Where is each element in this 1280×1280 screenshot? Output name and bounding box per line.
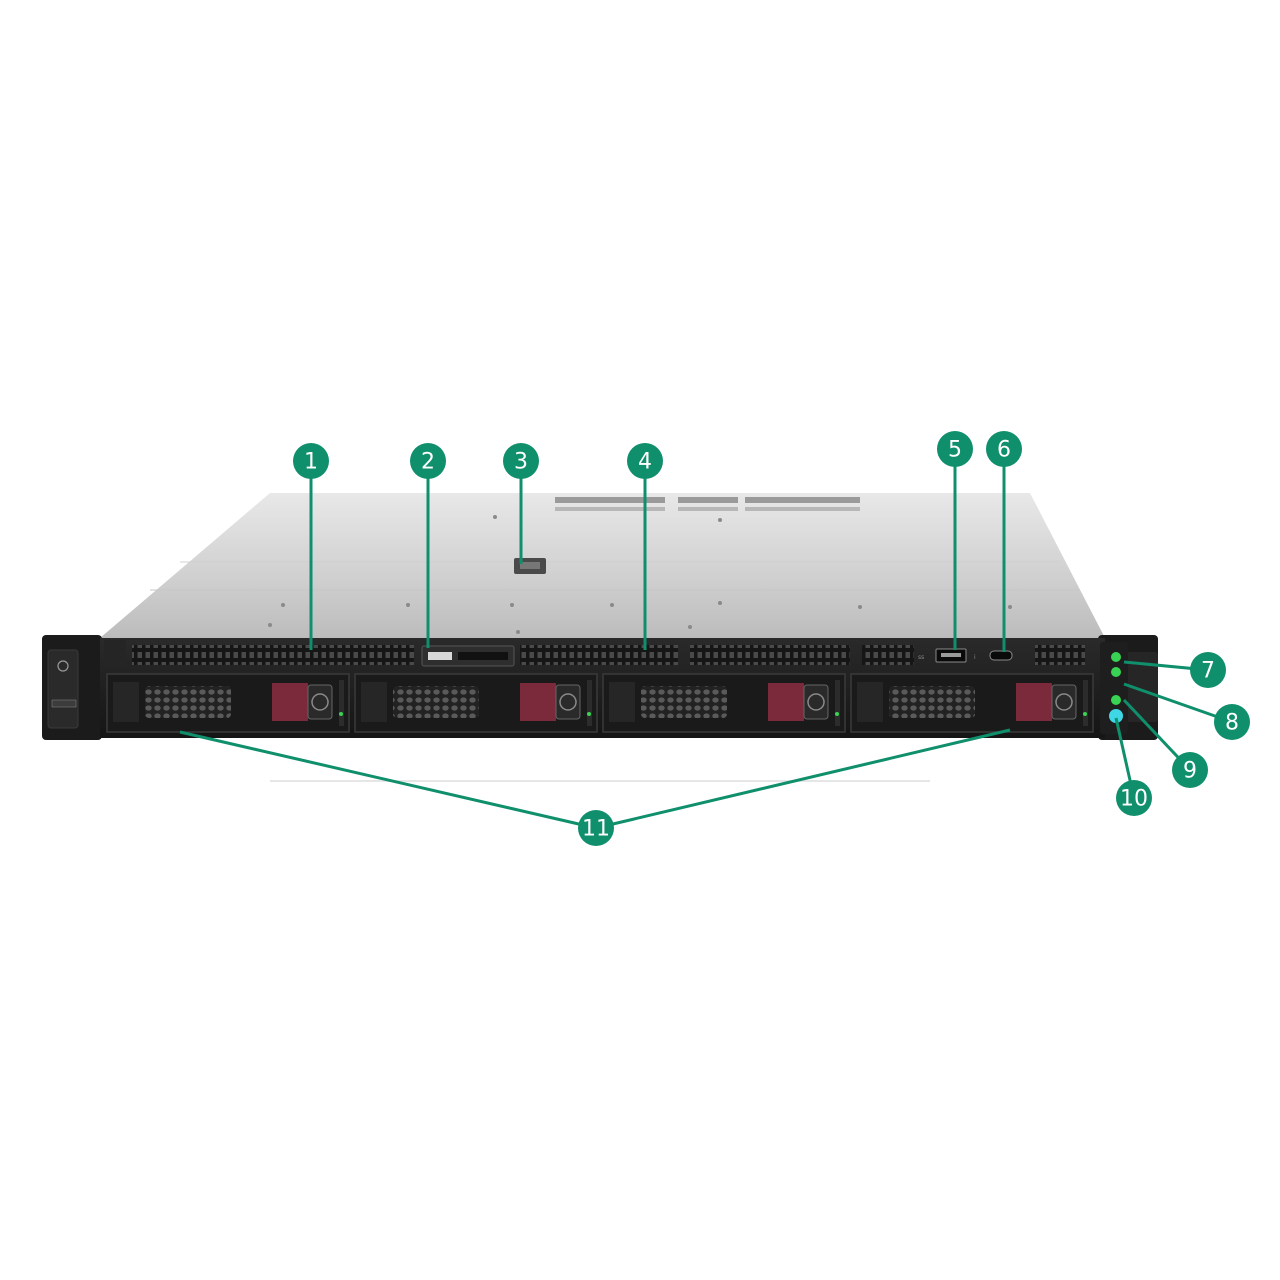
callout-4: 4 — [627, 443, 663, 479]
drive-release-handle[interactable] — [768, 683, 804, 721]
callout-5: 5 — [937, 431, 973, 467]
callout-6: 6 — [986, 431, 1022, 467]
svg-text:ss: ss — [918, 654, 924, 661]
callout-label: 5 — [948, 438, 962, 463]
drive-mesh — [145, 686, 231, 718]
callout-11: 11 — [578, 810, 614, 846]
drive-bay-3[interactable] — [602, 673, 846, 733]
svg-text:i: i — [974, 654, 976, 661]
callouts: 1 2 3 4 5 6 7 8 9 10 11 — [293, 431, 1250, 846]
led-power — [1111, 695, 1121, 705]
callout-10: 10 — [1116, 780, 1152, 816]
callout-label: 7 — [1201, 659, 1215, 684]
usb-c-port[interactable] — [989, 650, 1013, 661]
led-uid — [1109, 709, 1123, 723]
callout-2: 2 — [410, 443, 446, 479]
callout-label: 3 — [514, 450, 528, 475]
callout-label: 11 — [582, 817, 610, 842]
vent-grille-center — [520, 645, 678, 665]
callout-1: 1 — [293, 443, 329, 479]
drive-release-handle[interactable] — [272, 683, 308, 721]
drive-mesh — [393, 686, 479, 718]
callout-label: 4 — [638, 450, 652, 475]
top-cover — [100, 493, 1105, 638]
drive-release-handle[interactable] — [1016, 683, 1052, 721]
vent-grille-left — [132, 645, 414, 665]
callout-label: 10 — [1120, 787, 1148, 812]
callout-label: 6 — [997, 438, 1011, 463]
callout-label: 8 — [1225, 711, 1239, 736]
vent-grille-right — [690, 645, 850, 665]
front-panel: ss i — [100, 638, 1105, 738]
led-nic — [1111, 667, 1121, 677]
drive-release-handle[interactable] — [520, 683, 556, 721]
drive-mesh — [641, 686, 727, 718]
left-rack-ear — [42, 635, 102, 740]
drive-mesh — [889, 686, 975, 718]
drive-bays — [106, 673, 1094, 733]
callout-label: 2 — [421, 450, 435, 475]
callout-8: 8 — [1214, 704, 1250, 740]
drive-bay-1[interactable] — [106, 673, 350, 733]
callout-3: 3 — [503, 443, 539, 479]
drive-bay-4[interactable] — [850, 673, 1094, 733]
callout-label: 1 — [304, 450, 318, 475]
leader-line-11 — [595, 728, 1011, 830]
callout-7: 7 — [1190, 652, 1226, 688]
callout-9: 9 — [1172, 752, 1208, 788]
status-led-panel — [1100, 642, 1128, 734]
callout-label: 9 — [1183, 759, 1197, 784]
lid-vents — [555, 497, 860, 511]
leader-line-11 — [179, 730, 597, 830]
led-health — [1111, 652, 1121, 662]
drive-bay-2[interactable] — [354, 673, 598, 733]
leader-line-8 — [1123, 682, 1233, 724]
